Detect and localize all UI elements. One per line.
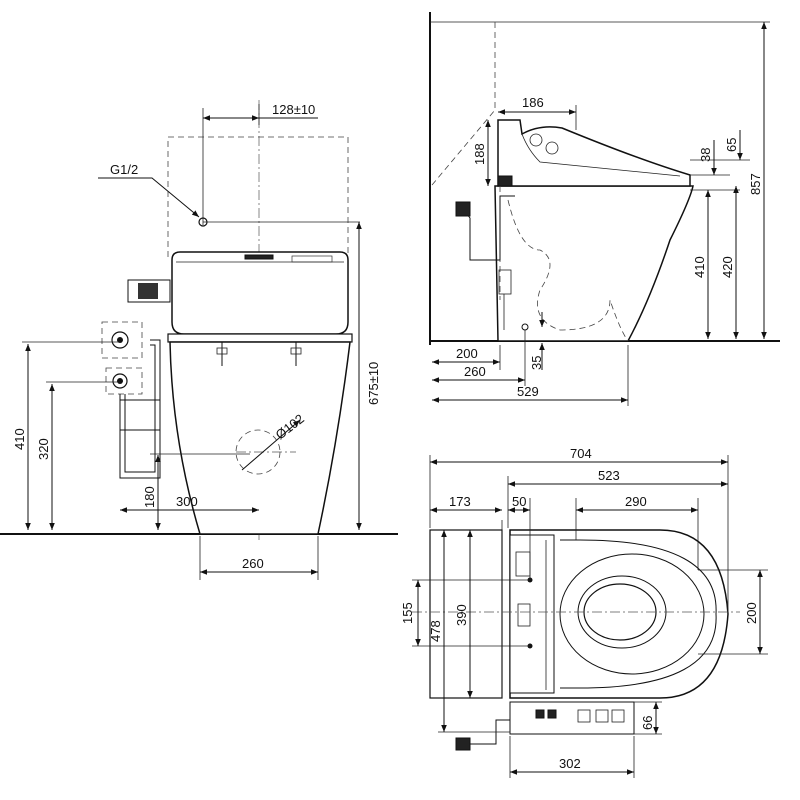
dim-200-side: 200 [456, 346, 478, 361]
seat-ring-outer [560, 539, 717, 689]
trap-dashed [507, 199, 629, 342]
dim-260-front: 260 [242, 556, 264, 571]
dim-523: 523 [598, 468, 620, 483]
dim-410-side: 410 [692, 256, 707, 278]
seat-unit [171, 251, 349, 335]
dim-260-side: 260 [464, 364, 486, 379]
lid-line [521, 133, 681, 177]
dim-38: 38 [698, 148, 713, 162]
remote-buttons [535, 709, 625, 723]
dim-155: 155 [400, 602, 415, 624]
dim-200-top: 200 [744, 602, 759, 624]
seat-badge [244, 254, 274, 260]
dim-66: 66 [640, 716, 655, 730]
seat-buttons [291, 255, 333, 263]
seat-side [497, 119, 691, 187]
side-connector [497, 175, 513, 187]
g12-label: G1/2 [110, 162, 138, 177]
dim-65: 65 [724, 138, 739, 152]
dim-704: 704 [570, 446, 592, 461]
dim-390: 390 [454, 604, 469, 626]
dim-857: 857 [748, 173, 763, 195]
power-plug [455, 201, 471, 217]
dim-35: 35 [529, 356, 544, 370]
top-view: 704 523 173 50 290 155 478 390 200 [400, 446, 768, 778]
dim-675: 675±10 [366, 362, 381, 405]
valve [498, 269, 512, 295]
supply-pipes [101, 321, 161, 479]
dim-478: 478 [428, 620, 443, 642]
seat-ring [559, 553, 705, 675]
dim-410-front: 410 [12, 428, 27, 450]
dim-186: 186 [522, 95, 544, 110]
control-box-detail [138, 283, 158, 299]
dim-50: 50 [512, 494, 526, 509]
dim-300: 300 [176, 494, 198, 509]
bowl-body [169, 341, 351, 535]
diameter-leader [241, 419, 301, 471]
side-view: 186 188 38 65 857 410 420 200 260 529 35 [429, 12, 780, 406]
dim-302: 302 [559, 756, 581, 771]
hinge-circle-2 [545, 141, 559, 155]
remote-panel [509, 701, 635, 735]
g12-leader [98, 177, 200, 218]
dim-188: 188 [472, 143, 487, 165]
tank-dashed [431, 22, 496, 186]
toilet-body-side [494, 185, 694, 342]
front-view: Ø102 128±10 G1/2 675±10 410 320 180 300 [0, 100, 398, 580]
hinge-circle-1 [529, 133, 543, 147]
hinge-fittings [216, 342, 302, 366]
tank-outline-dashed [167, 136, 349, 258]
dim-320: 320 [36, 438, 51, 460]
dim-128: 128±10 [272, 102, 315, 117]
dim-290: 290 [625, 494, 647, 509]
dim-420: 420 [720, 256, 735, 278]
dim-173: 173 [449, 494, 471, 509]
dim-529: 529 [517, 384, 539, 399]
panel-button [517, 603, 531, 627]
seat-base [167, 333, 353, 343]
dim-180: 180 [142, 486, 157, 508]
seat-panel [509, 534, 555, 694]
top-power-plug [455, 737, 471, 751]
